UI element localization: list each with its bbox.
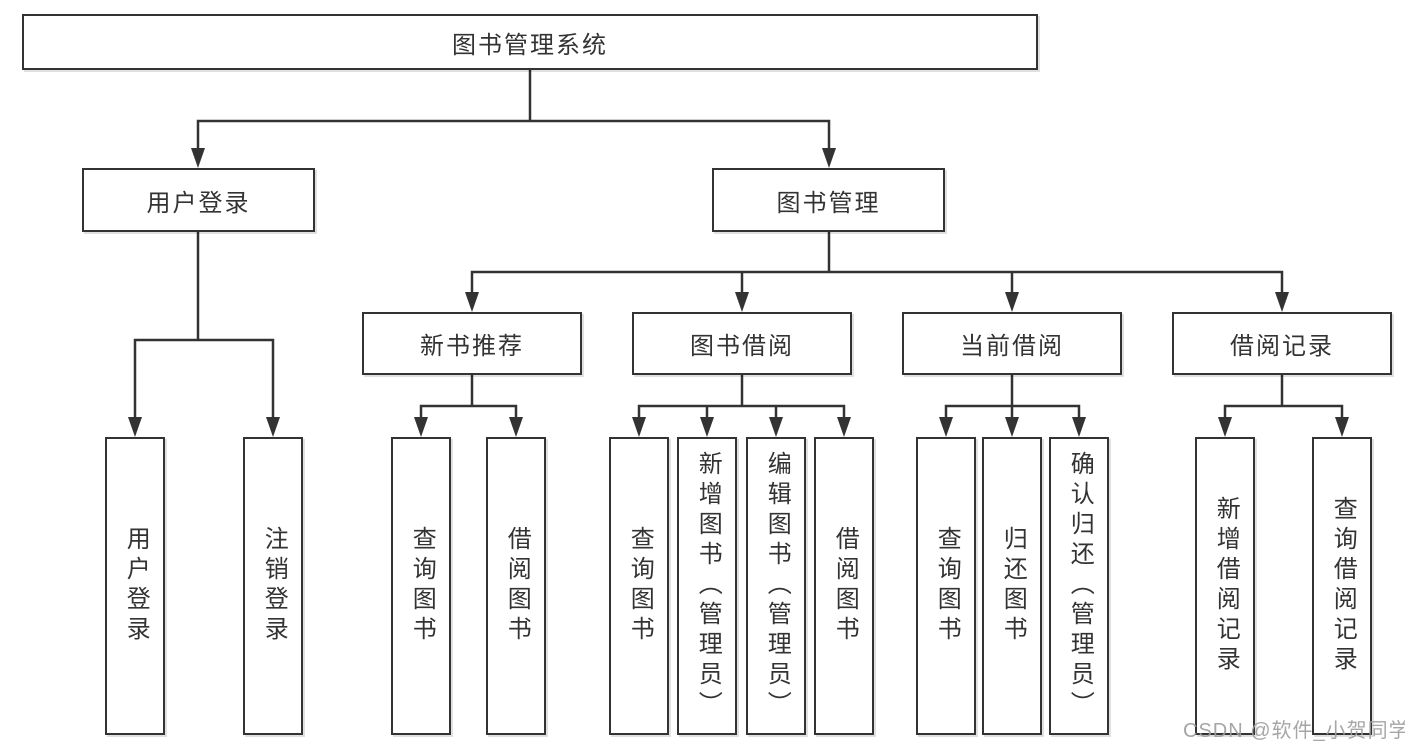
connector-root-to-level2 <box>196 68 831 152</box>
arrowhead-icon <box>632 417 646 437</box>
arrowhead-icon <box>1275 292 1289 312</box>
arrowhead-icon <box>1335 417 1349 437</box>
connector-user-login-to-leaves <box>133 230 275 420</box>
node-leaf-query-books-current: 查询图书 <box>916 437 976 735</box>
arrowhead-icon <box>1005 292 1019 312</box>
node-leaf-query-borrow-record: 查询借阅记录 <box>1312 437 1372 735</box>
node-leaf-edit-books-admin: 编辑图书（管理员） <box>746 437 806 735</box>
arrowhead-icon <box>1218 417 1232 437</box>
node-leaf-add-borrow-record: 新增借阅记录 <box>1195 437 1255 735</box>
node-library-management-system: 图书管理系统 <box>22 14 1038 70</box>
node-leaf-query-books-borrowing: 查询图书 <box>609 437 669 735</box>
connector-book-management-to-level3 <box>470 230 1284 295</box>
node-leaf-borrow-books-recommend: 借阅图书 <box>486 437 546 735</box>
node-leaf-return-books: 归还图书 <box>982 437 1042 735</box>
node-new-book-recommend: 新书推荐 <box>362 312 582 375</box>
node-leaf-logout: 注销登录 <box>243 437 303 735</box>
arrowhead-icon <box>128 417 142 437</box>
connector-book-borrow-to-leaves <box>637 373 846 420</box>
node-leaf-confirm-return-admin: 确认归还（管理员） <box>1049 437 1109 735</box>
connector-borrow-records-to-leaves <box>1223 373 1344 420</box>
node-user-login: 用户登录 <box>82 168 315 232</box>
arrowhead-icon <box>191 148 205 168</box>
arrowhead-icon <box>1005 417 1019 437</box>
arrowhead-icon <box>509 417 523 437</box>
arrowhead-icon <box>266 417 280 437</box>
arrowhead-icon <box>769 417 783 437</box>
arrowhead-icon <box>1072 417 1086 437</box>
arrowhead-icon <box>822 148 836 168</box>
arrowhead-icon <box>837 417 851 437</box>
arrowhead-icon <box>465 292 479 312</box>
node-leaf-user-login: 用户登录 <box>105 437 165 735</box>
arrowhead-icon <box>939 417 953 437</box>
node-leaf-add-books-admin: 新增图书（管理员） <box>677 437 737 735</box>
node-book-management: 图书管理 <box>712 168 945 232</box>
node-book-borrowing: 图书借阅 <box>632 312 852 375</box>
connector-new-books-to-leaves <box>419 373 518 420</box>
arrowhead-icon <box>735 292 749 312</box>
arrowhead-icon <box>700 417 714 437</box>
connector-current-borrow-to-leaves <box>944 373 1081 420</box>
node-borrowing-records: 借阅记录 <box>1172 312 1392 375</box>
node-current-borrowing: 当前借阅 <box>902 312 1122 375</box>
watermark: CSDN @软件_小贺同学 <box>1183 720 1405 742</box>
node-leaf-query-books-recommend: 查询图书 <box>391 437 451 735</box>
arrowhead-icon <box>414 417 428 437</box>
node-leaf-borrow-books: 借阅图书 <box>814 437 874 735</box>
